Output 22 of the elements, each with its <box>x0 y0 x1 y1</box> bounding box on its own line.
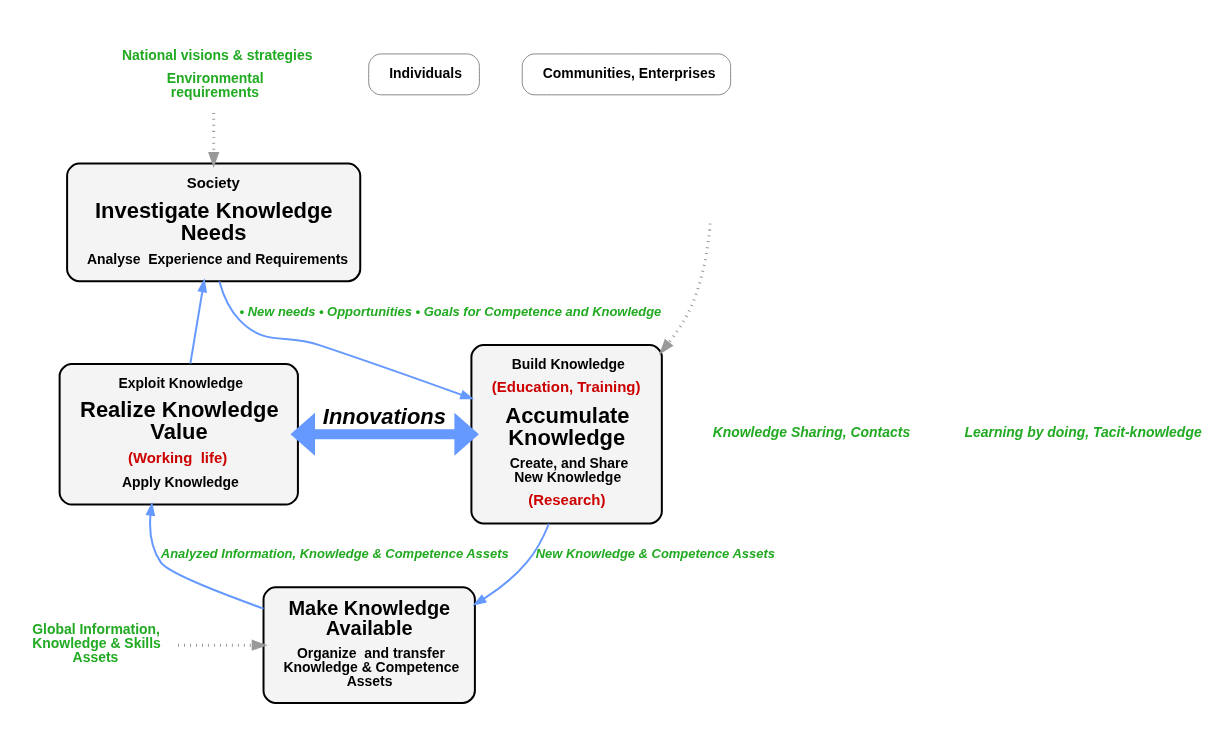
edge-label: Innovations <box>322 403 446 429</box>
arrow <box>218 279 475 399</box>
arrow <box>290 412 479 456</box>
node-box: Make Knowledge Available Organize and transfer Knowledge & Competence Assets <box>262 585 476 704</box>
arrow <box>189 277 208 365</box>
node-box: Society Investigate Knowledge Needs Analyse Experience and Requirements <box>66 162 362 282</box>
node-box: Communities, Enterprises <box>521 52 732 95</box>
node-text: National visions & strategies Environmental requirements <box>121 46 313 100</box>
edge-label: New Knowledge & Competence Assets <box>535 545 775 561</box>
arrow <box>208 112 220 168</box>
arrow <box>472 522 550 606</box>
node-box: Build Knowledge (Education, Training) Accumulate Knowledge Create, and Share New Knowledge (Research) <box>470 343 663 525</box>
arrow <box>659 223 712 355</box>
arrow <box>145 501 265 610</box>
label: Learning by doing, Tacit-knowledge <box>964 423 1202 440</box>
node-box: Individuals <box>368 52 480 95</box>
edge-label: • New needs • Opportunities • Goals for Competence and Knowledge <box>239 303 662 319</box>
arrow <box>178 639 268 651</box>
label: Knowledge Sharing, Contacts <box>712 423 911 440</box>
node-box: Exploit Knowledge Realize Knowledge Value (Working life) Apply Knowledge <box>58 362 299 506</box>
node-text: Global Information, Knowledge & Skills Assets <box>32 620 161 665</box>
edge-label: Analyzed Information, Knowledge & Competence Assets <box>160 545 509 561</box>
